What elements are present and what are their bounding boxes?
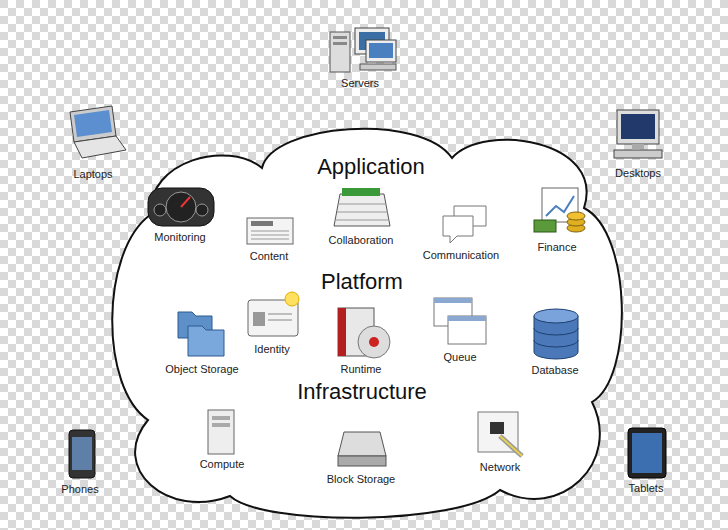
- icon-caption: Laptops: [73, 168, 112, 181]
- icon-caption: Monitoring: [154, 231, 205, 244]
- icon-caption: Identity: [254, 343, 289, 356]
- icon-caption: Servers: [341, 77, 379, 90]
- network-jack-icon: [478, 412, 522, 456]
- icon-caption: Block Storage: [327, 473, 395, 486]
- icon-caption: Queue: [443, 351, 476, 364]
- compute-tower-icon: [208, 410, 234, 454]
- icon-caption: Runtime: [341, 363, 382, 376]
- servers-icon: [330, 28, 396, 72]
- icon-caption: Object Storage: [165, 363, 238, 376]
- database-icon: [534, 309, 578, 359]
- icon-caption: Finance: [537, 241, 576, 254]
- layer-heading: Infrastructure: [297, 379, 427, 405]
- gauge-icon: [148, 188, 214, 226]
- icon-caption: Tablets: [629, 482, 664, 495]
- icon-caption: Communication: [423, 249, 499, 262]
- icon-caption: Phones: [61, 483, 98, 496]
- icon-caption: Content: [250, 250, 289, 263]
- layer-heading: Application: [317, 154, 425, 180]
- laptop-icon: [70, 106, 126, 158]
- layer-heading: Platform: [321, 269, 403, 295]
- desktop-icon: [614, 110, 662, 158]
- phone-icon: [69, 430, 95, 478]
- icon-caption: Database: [531, 364, 578, 377]
- icon-caption: Desktops: [615, 167, 661, 180]
- icon-caption: Compute: [200, 458, 245, 471]
- tablet-icon: [628, 428, 666, 478]
- icon-caption: Collaboration: [329, 234, 394, 247]
- drive-icon: [338, 432, 386, 466]
- newspaper-icon: [247, 218, 293, 244]
- calendar-icon: [334, 188, 390, 226]
- icon-caption: Network: [480, 461, 520, 474]
